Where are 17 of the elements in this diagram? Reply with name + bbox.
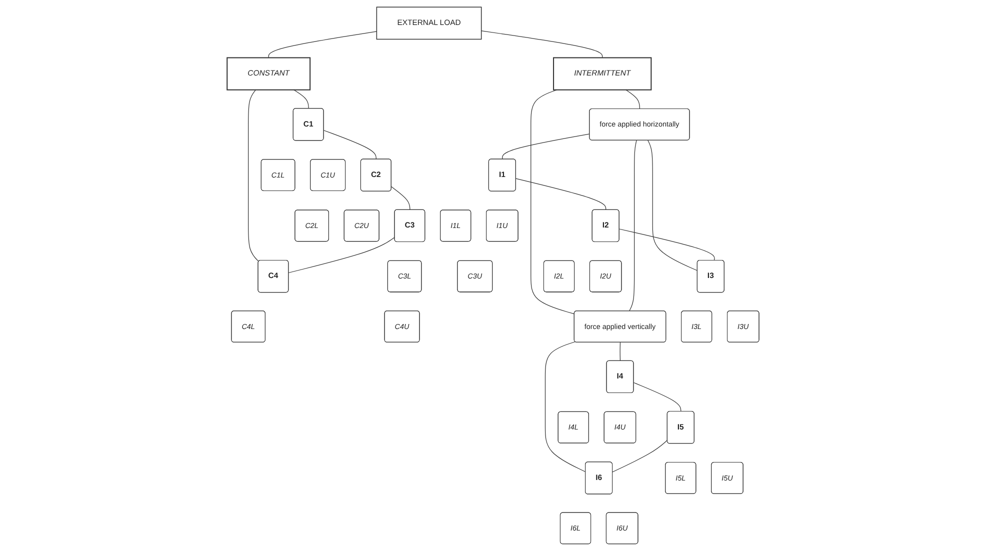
connector	[628, 140, 637, 312]
connector	[612, 440, 668, 472]
connector	[268, 31, 377, 58]
connector	[633, 382, 682, 412]
connector	[530, 90, 575, 314]
connector	[648, 140, 698, 271]
connector	[323, 130, 376, 160]
connector	[248, 90, 259, 262]
connector	[502, 134, 590, 160]
connector	[626, 90, 640, 110]
connector	[391, 186, 410, 210]
connector	[288, 236, 395, 274]
connector	[293, 90, 309, 109]
connector	[618, 228, 715, 261]
connector	[516, 178, 606, 210]
connector	[480, 30, 603, 58]
connector	[544, 341, 586, 472]
